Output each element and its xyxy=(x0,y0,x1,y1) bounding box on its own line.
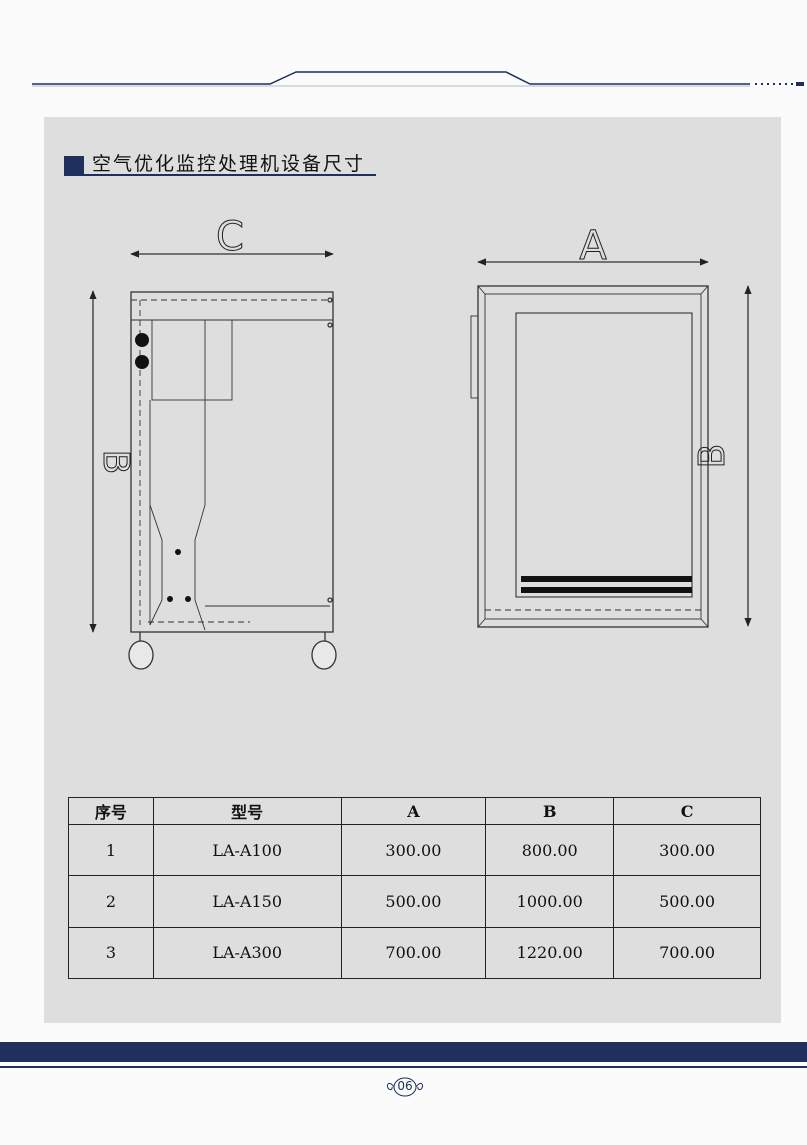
cell-model: LA-A300 xyxy=(152,926,342,980)
front-view-width-label: A xyxy=(579,223,607,269)
table-header-row: 序号 型号 A B C xyxy=(68,797,761,825)
page-number: 06 xyxy=(397,1079,413,1093)
dimension-drawing: C B A B xyxy=(89,214,752,670)
header-decoration xyxy=(32,71,804,87)
table-row: 3 LA-A300 700.00 1220.00 700.00 xyxy=(68,926,761,980)
cell-a: 500.00 xyxy=(340,875,487,928)
header-model: 型号 xyxy=(152,797,342,825)
footer-line xyxy=(0,1066,807,1068)
header-a: A xyxy=(340,797,487,825)
cell-c: 700.00 xyxy=(613,926,761,980)
header-b: B xyxy=(485,797,615,825)
section-title: 空气优化监控处理机设备尺寸 xyxy=(64,147,376,177)
cell-c: 300.00 xyxy=(613,823,761,877)
table-row: 2 LA-A150 500.00 1000.00 500.00 xyxy=(68,875,761,928)
front-view xyxy=(470,258,752,628)
cell-c: 500.00 xyxy=(613,875,761,928)
table-row: 1 LA-A100 300.00 800.00 300.00 xyxy=(68,823,761,877)
cell-index: 3 xyxy=(68,926,154,980)
section-title-text: 空气优化监控处理机设备尺寸 xyxy=(92,153,366,175)
cell-index: 1 xyxy=(68,823,154,877)
page-number-badge: 06 xyxy=(385,1075,425,1099)
cell-b: 800.00 xyxy=(485,823,615,877)
cell-b: 1220.00 xyxy=(485,926,615,980)
front-view-height-label: B xyxy=(692,444,733,469)
title-square-icon xyxy=(64,156,84,174)
ornament-icon xyxy=(386,1077,424,1097)
header-index: 序号 xyxy=(68,797,154,825)
cell-model: LA-A150 xyxy=(152,875,342,928)
cell-a: 300.00 xyxy=(340,823,487,877)
side-view-width-label: C xyxy=(216,214,244,260)
cell-index: 2 xyxy=(68,875,154,928)
title-underline xyxy=(64,174,376,176)
cell-a: 700.00 xyxy=(340,926,487,980)
side-view-height-label: B xyxy=(95,450,136,475)
side-view xyxy=(89,250,337,670)
cell-model: LA-A100 xyxy=(152,823,342,877)
dimensions-table: 序号 型号 A B C 1 LA-A100 300.00 800.00 300.… xyxy=(68,797,761,980)
header-c: C xyxy=(613,797,761,825)
cell-b: 1000.00 xyxy=(485,875,615,928)
footer-bar xyxy=(0,1042,807,1062)
